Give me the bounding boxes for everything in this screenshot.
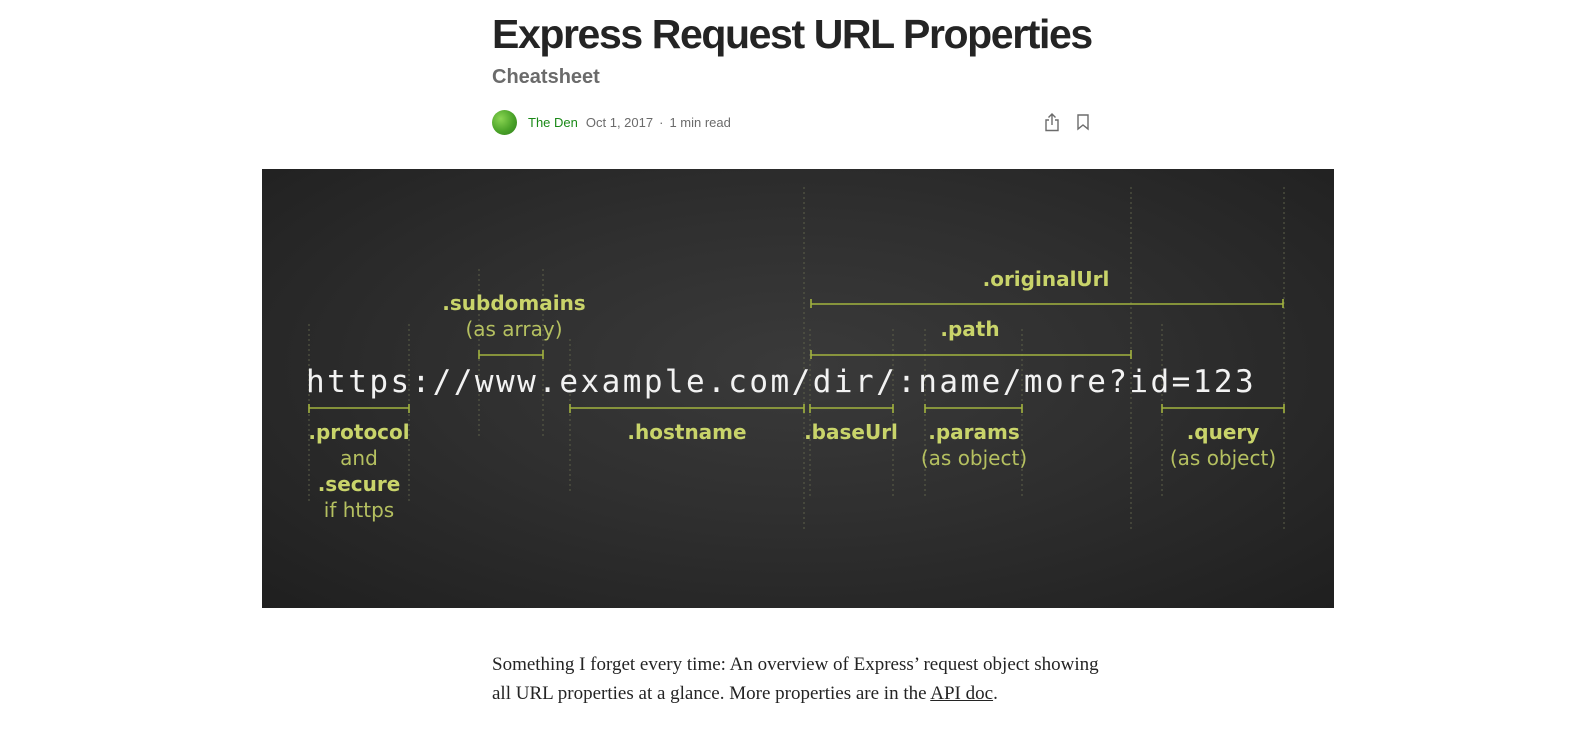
params-label: .params	[928, 420, 1020, 444]
read-time: 1 min read	[669, 114, 731, 130]
api-doc-link[interactable]: API doc	[930, 683, 994, 704]
query-label: .query	[1187, 420, 1260, 444]
baseurl-label: .baseUrl	[804, 420, 898, 444]
article-title: Express Request URL Properties	[492, 11, 1093, 57]
article-actions	[1042, 110, 1093, 134]
article-paragraph: Something I forget every time: An overvi…	[492, 650, 1112, 708]
subdomains-label: .subdomains	[442, 291, 585, 315]
paragraph-end: .	[993, 683, 998, 704]
author-avatar[interactable]	[492, 109, 517, 135]
secure-label: .secure	[318, 472, 401, 496]
original-url-bracket	[810, 299, 1284, 308]
author-name-link[interactable]: The Den	[528, 114, 578, 130]
query-note: (as object)	[1170, 446, 1276, 470]
diagram-svg: .originalUrl .path .subdomains (as array…	[306, 187, 1285, 529]
path-label: .path	[940, 317, 999, 341]
original-url-label: .originalUrl	[983, 267, 1110, 291]
bookmark-icon	[1077, 114, 1089, 131]
share-button[interactable]	[1042, 110, 1062, 134]
article-subtitle: Cheatsheet	[492, 66, 600, 88]
path-bracket	[810, 350, 1132, 359]
article-meta: The Den Oct 1, 2017 · 1 min read	[492, 109, 731, 135]
url-text: https://www.example.com/dir/:name/more?i…	[306, 364, 1256, 400]
params-bracket	[924, 404, 1023, 413]
protocol-label: .protocol	[308, 420, 409, 444]
params-note: (as object)	[921, 446, 1027, 470]
subdomains-note: (as array)	[465, 317, 562, 341]
url-properties-diagram: .originalUrl .path .subdomains (as array…	[262, 169, 1334, 608]
paragraph-text: Something I forget every time: An overvi…	[492, 654, 1099, 704]
share-icon	[1045, 113, 1059, 132]
hostname-label: .hostname	[627, 420, 746, 444]
publish-date: Oct 1, 2017	[585, 114, 654, 130]
secure-note: if https	[324, 498, 394, 522]
protocol-and-label: and	[340, 446, 378, 470]
hostname-bracket	[569, 404, 805, 413]
meta-separator: ·	[659, 114, 664, 130]
protocol-bracket	[308, 404, 410, 413]
subdomains-bracket	[478, 350, 544, 359]
guide-lines	[308, 187, 1285, 529]
baseurl-bracket	[809, 404, 894, 413]
query-bracket	[1161, 404, 1285, 413]
bookmark-button[interactable]	[1073, 110, 1093, 134]
